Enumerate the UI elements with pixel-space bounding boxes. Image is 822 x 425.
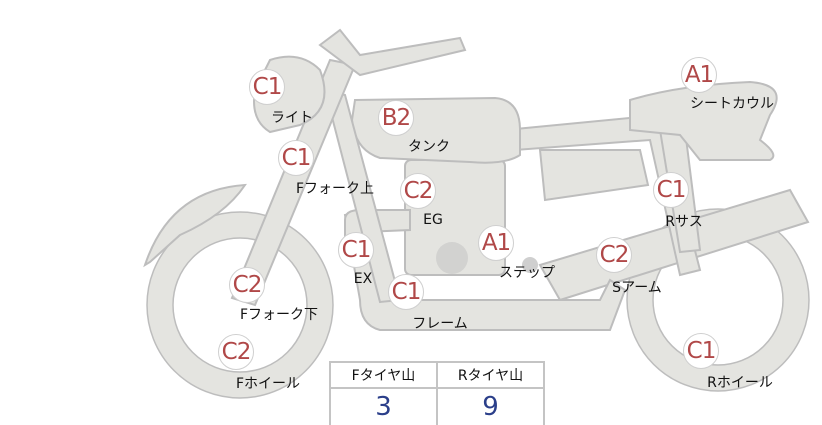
part-label: EG bbox=[423, 212, 443, 228]
part-label: タンク bbox=[408, 139, 450, 155]
rear-tire-header: Rタイヤ山 bbox=[436, 361, 545, 389]
front-tire-header: Fタイヤ山 bbox=[329, 361, 438, 389]
grade-badge: C2 bbox=[400, 173, 436, 209]
part-label: Rサス bbox=[665, 214, 703, 230]
grade-badge: A1 bbox=[478, 225, 514, 261]
part-label: Sアーム bbox=[612, 280, 662, 296]
grade-badge: A1 bbox=[681, 57, 717, 93]
part-label: シートカウル bbox=[690, 96, 774, 112]
part-label: Rホイール bbox=[707, 375, 773, 391]
grade-badge: B2 bbox=[378, 100, 414, 136]
grade-badge: C2 bbox=[229, 267, 265, 303]
rear-tire-value: 9 bbox=[436, 387, 545, 425]
grade-badge: C1 bbox=[683, 333, 719, 369]
grade-badge: C1 bbox=[653, 172, 689, 208]
grade-badge: C1 bbox=[278, 140, 314, 176]
part-label: ステップ bbox=[499, 265, 555, 281]
part-label: ライト bbox=[271, 110, 313, 126]
part-label: Fフォーク下 bbox=[239, 307, 319, 323]
part-label: フレーム bbox=[412, 316, 468, 332]
grade-badge: C2 bbox=[596, 237, 632, 273]
front-tire-value: 3 bbox=[329, 387, 438, 425]
part-label: Fホイール bbox=[235, 376, 301, 392]
grade-badge: C1 bbox=[249, 69, 285, 105]
part-label: EX bbox=[353, 271, 373, 287]
seat-cowl bbox=[629, 80, 778, 161]
grade-badge: C2 bbox=[218, 334, 254, 370]
front-wheel bbox=[147, 212, 333, 398]
grade-badge: C1 bbox=[388, 274, 424, 310]
grade-badge: C1 bbox=[338, 232, 374, 268]
part-label: Fフォーク上 bbox=[295, 181, 375, 197]
